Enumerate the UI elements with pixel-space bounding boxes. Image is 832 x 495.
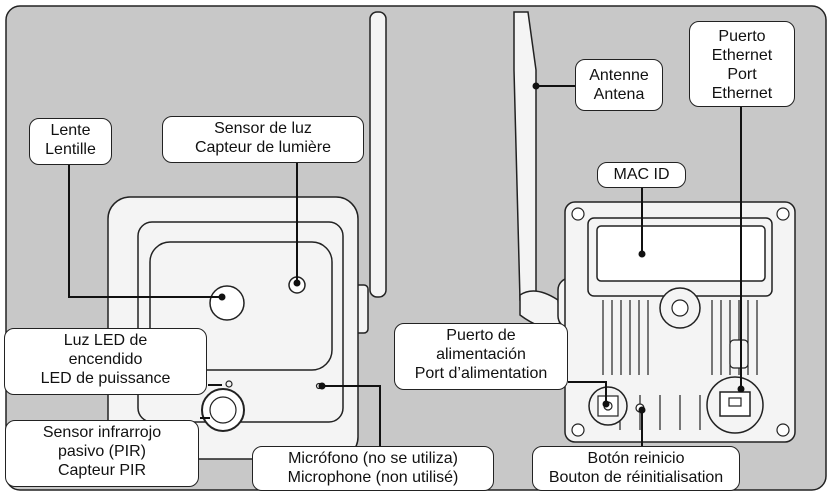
mac-id-sticker — [596, 225, 766, 282]
label-power-port-line3: Port d’alimentation — [414, 365, 548, 382]
front-antenna — [369, 11, 387, 298]
heat-ribs — [602, 300, 758, 430]
label-light-sensor-fr: Capteur de lumière — [194, 139, 332, 156]
screw-icon — [776, 423, 790, 437]
label-lens-fr: Lentille — [45, 141, 96, 158]
label-microphone: Micrófono (no se utiliza) Microphone (no… — [252, 446, 494, 491]
ethernet-port-icon — [719, 391, 751, 417]
label-lens: Lente Lentille — [29, 118, 112, 165]
screw-icon — [776, 207, 790, 221]
label-antenna-es: Antena — [593, 86, 645, 103]
label-power-led: Luz LED de encendido LED de puissance — [4, 328, 207, 395]
screw-icon — [571, 207, 585, 221]
label-power-port: Puerto de alimentación Port d’alimentati… — [394, 323, 568, 390]
screw-icon — [571, 423, 585, 437]
label-power-port-line2: alimentación — [436, 346, 526, 363]
leader-lens — [68, 165, 221, 298]
pir-sensor-icon — [201, 388, 245, 432]
ethernet-latch — [729, 339, 749, 369]
label-antenna-fr: Antenne — [589, 67, 649, 84]
label-ethernet: Puerto Ethernet Port Ethernet — [689, 21, 795, 107]
label-power-led-line1: Luz LED de — [63, 332, 148, 349]
ethernet-port-clip — [728, 397, 742, 407]
power-led-icon — [225, 380, 233, 388]
leader-dots — [218, 82, 745, 414]
label-power-led-line3: LED de puissance — [40, 370, 171, 387]
leader-microphone — [322, 385, 381, 447]
lens-icon — [209, 285, 245, 321]
label-reset-es: Botón reinicio — [587, 450, 685, 467]
label-mac-id-text: MAC ID — [613, 166, 670, 183]
label-microphone-fr: Microphone (non utilisé) — [287, 469, 459, 486]
label-power-port-line1: Puerto de — [446, 327, 516, 344]
label-light-sensor-es: Sensor de luz — [214, 120, 312, 137]
label-microphone-es: Micrófono (no se utiliza) — [288, 450, 458, 467]
label-ethernet-line1: Puerto — [718, 28, 766, 45]
label-pir-line2: pasivo (PIR) — [57, 443, 147, 460]
label-reset: Botón reinicio Bouton de réinitialisatio… — [532, 446, 740, 491]
mount-knob-inner — [671, 299, 689, 317]
label-ethernet-line2: Ethernet — [711, 47, 773, 64]
label-antenna: Antenne Antena — [575, 59, 663, 111]
label-light-sensor: Sensor de luz Capteur de lumière — [162, 116, 364, 163]
leader-lines — [68, 85, 742, 447]
front-camera-window — [149, 241, 333, 371]
label-ethernet-line4: Ethernet — [711, 85, 773, 102]
back-camera — [513, 11, 796, 443]
label-ethernet-line3: Port — [727, 66, 757, 83]
label-reset-fr: Bouton de réinitialisation — [548, 469, 724, 486]
pir-sensor-inner — [209, 396, 237, 424]
label-pir-line3: Capteur PIR — [57, 462, 147, 479]
label-power-led-line2: encendido — [68, 351, 143, 368]
label-lens-es: Lente — [50, 122, 91, 139]
label-mac-id: MAC ID — [597, 162, 686, 188]
label-pir: Sensor infrarrojo pasivo (PIR) Capteur P… — [5, 420, 199, 487]
label-pir-line1: Sensor infrarrojo — [42, 424, 162, 441]
leader-power-port — [568, 381, 607, 404]
